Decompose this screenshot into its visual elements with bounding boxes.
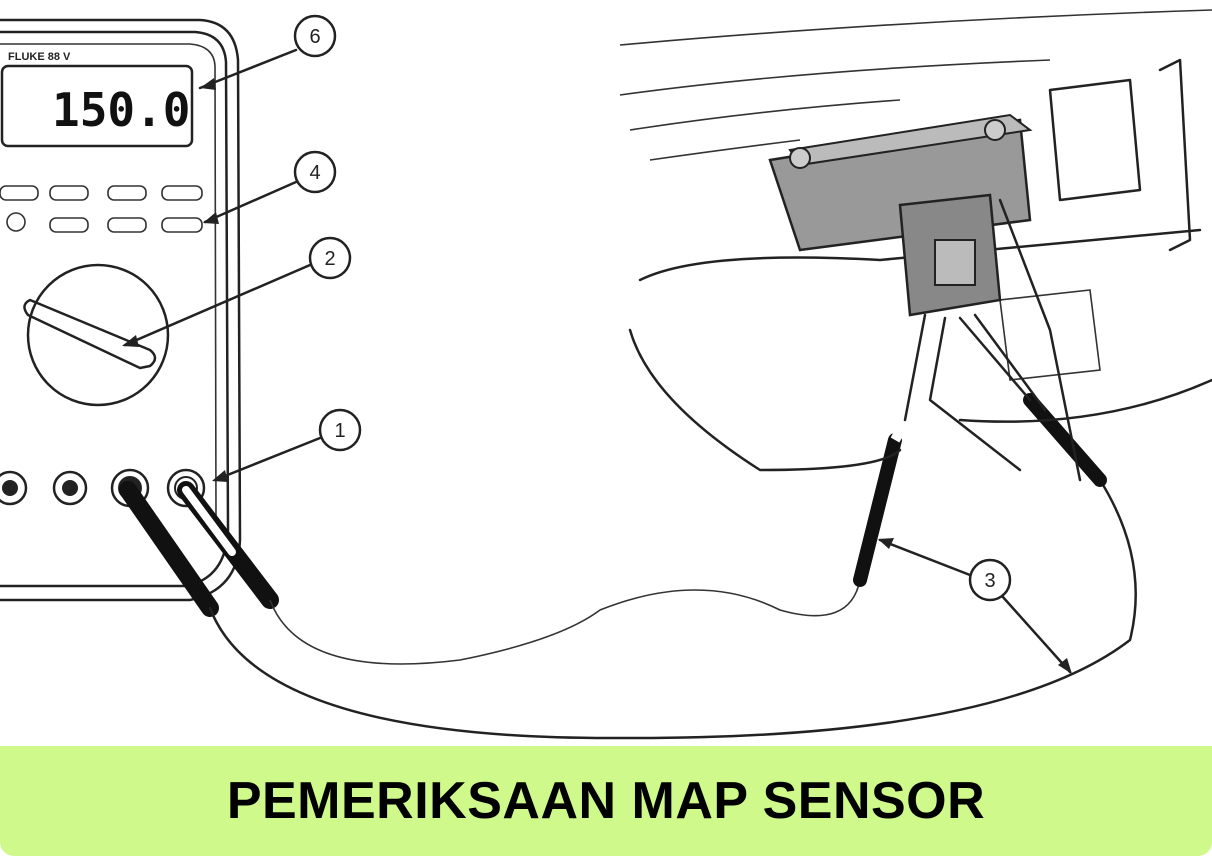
test-leads	[119, 393, 1137, 740]
caption-banner: PEMERIKSAAN MAP SENSOR	[0, 746, 1212, 856]
input-jacks	[0, 468, 206, 508]
callout-6: 6	[198, 14, 337, 90]
meter-brand-label: FLUKE 88 V	[8, 51, 71, 63]
callout-1: 1	[212, 408, 362, 482]
meter-buttons	[0, 185, 203, 233]
svg-text:2: 2	[324, 248, 335, 270]
meter-display: FLUKE 88 V 150.0	[0, 51, 194, 148]
callout-2: 2	[122, 236, 352, 347]
svg-text:1: 1	[334, 420, 345, 442]
meter-reading: 150.0	[52, 83, 190, 137]
rotary-dial	[23, 263, 170, 407]
svg-text:6: 6	[309, 26, 320, 48]
svg-text:3: 3	[984, 570, 995, 592]
caption-title: PEMERIKSAAN MAP SENSOR	[226, 772, 986, 830]
map-sensor	[768, 113, 1033, 317]
multimeter-map-sensor-illustration: FLUKE 88 V 150.0	[0, 9, 1212, 740]
callout-4: 4	[203, 150, 337, 224]
engine-bay	[619, 9, 1212, 482]
svg-text:4: 4	[309, 162, 320, 184]
callout-3: 3	[878, 538, 1072, 674]
